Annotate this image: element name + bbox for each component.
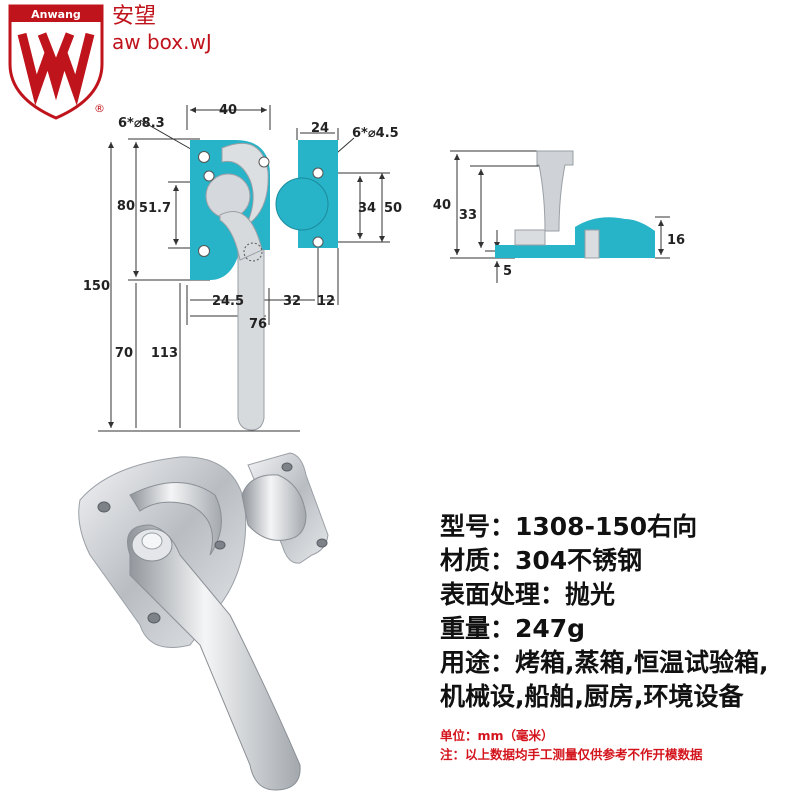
dim-150: 150: [83, 279, 110, 294]
side-handle: [536, 150, 574, 232]
dim-24: 24: [311, 121, 329, 136]
mount-hole: [203, 170, 215, 182]
handle-bar: [237, 249, 265, 431]
dim-51-7: 51.7: [139, 201, 171, 216]
handle-neck: [219, 211, 263, 261]
product-photo: [78, 452, 329, 791]
keeper-hole: [312, 236, 324, 248]
spec-weight: 重量：247g: [440, 614, 586, 643]
dim-12: 12: [317, 294, 335, 309]
side-keeper-tongue: [584, 229, 600, 259]
photo-hole: [281, 462, 293, 472]
dim-32: 32: [283, 294, 301, 309]
photo-pivot-cap: [141, 532, 163, 550]
front-view-drawing: 40 24 6*⌀8.3 6*⌀4.5 80 51.7 34 50 150 24…: [83, 103, 402, 432]
dim-76: 76: [249, 317, 267, 332]
mount-hole: [258, 156, 270, 168]
side-dim-33: 33: [459, 208, 477, 223]
photo-hole: [316, 538, 328, 548]
unit-note: 单位：mm（毫米）: [440, 728, 554, 743]
photo-hook: [129, 482, 222, 556]
side-dim-5: 5: [503, 264, 512, 279]
keeper-knob: [275, 177, 329, 231]
photo-hole: [147, 612, 161, 624]
logo-aw-mark: [17, 32, 95, 106]
dim-70: 70: [115, 346, 133, 361]
disclaimer-note: 注：以上数据均手工测量仅供参考不作开模数据: [440, 747, 703, 762]
side-base: [495, 245, 583, 258]
spec-finish: 表面处理：抛光: [440, 580, 616, 609]
side-dim-16: 16: [667, 233, 685, 248]
side-pivot: [514, 229, 546, 246]
dim-hole-large: 6*⌀8.3: [118, 116, 165, 131]
side-view-drawing: 40 33 16 5: [433, 150, 685, 283]
photo-handle: [127, 524, 301, 791]
spec-model: 型号：1308-150右向: [440, 512, 698, 541]
keeper-hole: [312, 167, 324, 179]
dim-80: 80: [117, 199, 135, 214]
registered-mark: ®: [94, 102, 105, 115]
photo-hole: [214, 540, 226, 550]
dim-113: 113: [151, 346, 178, 361]
side-dim-40: 40: [433, 198, 451, 213]
dim-34: 34: [358, 201, 376, 216]
spec-usage-cont: 机械设,船舶,厨房,环境设备: [440, 682, 744, 711]
logo-text: Anwang: [31, 8, 81, 21]
cam-disc: [205, 173, 251, 219]
spec-material: 材质：304不锈钢: [440, 546, 643, 575]
spec-list: 型号：1308-150右向 材质：304不锈钢 表面处理：抛光 重量：247g …: [440, 510, 800, 764]
dim-40: 40: [219, 103, 237, 118]
brand-name: 安望: [112, 4, 157, 29]
brand-logo: Anwang ®: [8, 4, 105, 120]
photo-keeper-knob: [241, 474, 307, 541]
dim-50: 50: [384, 201, 402, 216]
dim-hole-small: 6*⌀4.5: [352, 126, 399, 141]
brand-url: aw box.wJ: [112, 30, 212, 54]
mount-hole: [198, 245, 210, 257]
hidden-pivot: [243, 242, 263, 262]
spec-usage: 用途：烤箱,蒸箱,恒温试验箱,: [440, 648, 769, 677]
photo-hole: [97, 501, 111, 513]
dim-24-5: 24.5: [212, 294, 244, 309]
mount-hole: [198, 151, 210, 163]
